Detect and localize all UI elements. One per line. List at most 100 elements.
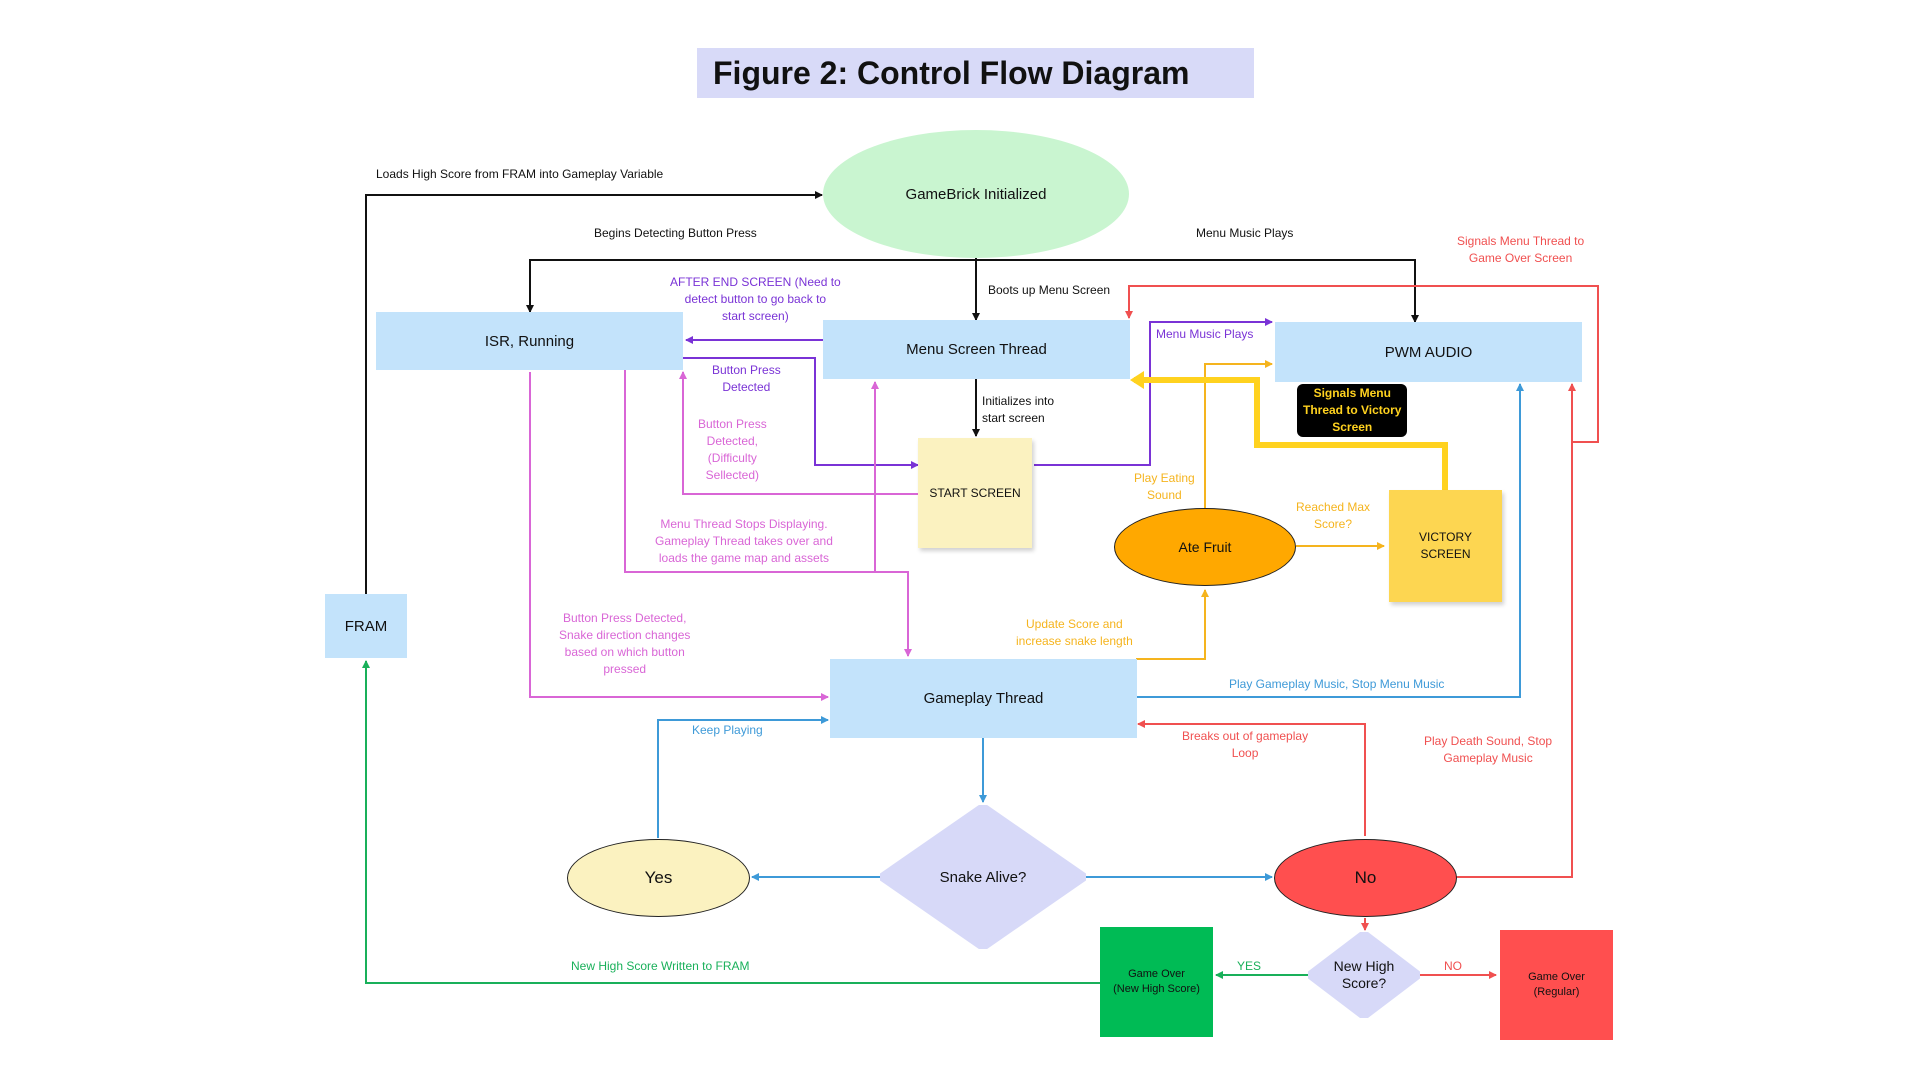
node-game-over-high-score: Game Over (New High Score) bbox=[1100, 927, 1213, 1037]
node-gamebrick-initialized: GameBrick Initialized bbox=[823, 130, 1129, 258]
node-victory-screen: VICTORY SCREEN bbox=[1389, 490, 1502, 602]
game-over-high-line-1: Game Over bbox=[1128, 968, 1185, 980]
game-over-regular-line-2: (Regular) bbox=[1533, 986, 1580, 998]
snake-dir-line-2: Snake direction changes bbox=[559, 628, 691, 642]
page-title: Figure 2: Control Flow Diagram bbox=[697, 48, 1254, 98]
node-yes: Yes bbox=[567, 839, 750, 917]
signals-game-over-line-1: Signals Menu Thread to bbox=[1457, 234, 1585, 248]
reached-max-line-1: Reached Max bbox=[1296, 500, 1371, 514]
signals-victory-line-3: Screen bbox=[1332, 420, 1373, 434]
node-snake-alive: Snake Alive? bbox=[880, 805, 1086, 949]
edge-yes-to-gameplay bbox=[657, 716, 829, 838]
node-fram: FRAM bbox=[325, 594, 407, 658]
new-high-diamond bbox=[1308, 932, 1420, 1018]
menu-thread-stops-line-1: Menu Thread Stops Displaying. bbox=[660, 517, 828, 531]
label-keep-playing: Keep Playing bbox=[692, 723, 763, 737]
signals-game-over-line-2: Game Over Screen bbox=[1468, 251, 1573, 265]
label-new-high-written: New High Score Written to FRAM bbox=[571, 959, 750, 973]
signals-victory-line-2: Thread to Victory bbox=[1303, 403, 1402, 417]
label-menu-music-plays: Menu Music Plays bbox=[1156, 327, 1254, 341]
node-new-high-score: New High Score? bbox=[1308, 932, 1420, 1018]
edge-gameplay-to-atefruit bbox=[1136, 589, 1209, 660]
breaks-out-line-2: Loop bbox=[1231, 746, 1259, 760]
new-high-line-2: Score? bbox=[1341, 975, 1387, 991]
edge-atefruit-to-pwm bbox=[1204, 360, 1273, 508]
difficulty-line-2: Detected, bbox=[706, 434, 759, 448]
label-no-branch: NO bbox=[1444, 959, 1462, 973]
menu-thread-stops-line-3: loads the game map and assets bbox=[658, 551, 829, 565]
edge-isr-to-gameplay bbox=[624, 370, 912, 657]
play-eating-line-2: Sound bbox=[1147, 488, 1182, 502]
node-menu-screen-thread: Menu Screen Thread bbox=[823, 320, 1130, 379]
node-start-screen: START SCREEN bbox=[918, 438, 1032, 548]
label-boots-up: Boots up Menu Screen bbox=[988, 283, 1111, 297]
play-eating-line-1: Play Eating bbox=[1134, 471, 1195, 485]
node-ate-fruit: Ate Fruit bbox=[1114, 508, 1296, 586]
edge-gameplay-to-pwm bbox=[1136, 383, 1524, 698]
after-end-line-2: detect button to go back to bbox=[684, 292, 827, 306]
update-score-line-1: Update Score and bbox=[1026, 617, 1123, 631]
signals-victory-line-1: Signals Menu bbox=[1313, 386, 1391, 400]
label-play-eating: Play Eating Sound bbox=[1134, 470, 1195, 504]
edge-start-to-isr bbox=[679, 371, 918, 495]
node-isr-running: ISR, Running bbox=[376, 312, 683, 370]
reached-max-line-2: Score? bbox=[1314, 517, 1353, 531]
node-pwm-audio: PWM AUDIO bbox=[1275, 322, 1582, 382]
initializes-line-1: Initializes into bbox=[982, 394, 1055, 408]
menu-thread-stops-line-2: Gameplay Thread takes over and bbox=[655, 534, 833, 548]
label-menu-music-plays-top: Menu Music Plays bbox=[1196, 226, 1294, 240]
victory-line-2: SCREEN bbox=[1420, 547, 1471, 561]
difficulty-line-4: Sellected) bbox=[705, 468, 760, 482]
label-signals-menu-game-over: Signals Menu Thread to Game Over Screen bbox=[1457, 233, 1584, 267]
node-gameplay-thread: Gameplay Thread bbox=[830, 659, 1137, 738]
label-button-press-detected: Button Press Detected bbox=[712, 362, 781, 396]
update-score-line-2: increase snake length bbox=[1016, 634, 1133, 648]
game-over-high-line-2: (New High Score) bbox=[1113, 983, 1200, 995]
after-end-line-1: AFTER END SCREEN (Need to bbox=[670, 275, 841, 289]
snake-dir-line-4: pressed bbox=[603, 662, 647, 676]
initializes-line-2: start screen bbox=[982, 411, 1045, 425]
edge-victory-to-menu bbox=[1130, 371, 1448, 490]
edge-isr-to-start bbox=[682, 357, 919, 469]
edge-start-to-pwm bbox=[1034, 318, 1273, 466]
label-play-death: Play Death Sound, Stop Gameplay Music bbox=[1424, 733, 1552, 767]
label-initializes-into: Initializes into start screen bbox=[982, 393, 1054, 427]
label-update-score: Update Score and increase snake length bbox=[1016, 616, 1133, 650]
new-high-label: New High Score? bbox=[1334, 958, 1395, 992]
snake-dir-line-3: based on which button bbox=[564, 645, 685, 659]
difficulty-line-3: (Difficulty bbox=[707, 451, 757, 465]
button-press-line-2: Detected bbox=[722, 380, 771, 394]
play-death-line-2: Gameplay Music bbox=[1443, 751, 1533, 765]
label-signals-victory: Signals Menu Thread to Victory Screen bbox=[1297, 384, 1408, 437]
snake-alive-label: Snake Alive? bbox=[939, 868, 1027, 886]
label-begins-detecting: Begins Detecting Button Press bbox=[594, 226, 757, 240]
play-death-line-1: Play Death Sound, Stop bbox=[1424, 734, 1553, 748]
label-menu-thread-stops: Menu Thread Stops Displaying. Gameplay T… bbox=[655, 516, 833, 567]
label-breaks-out: Breaks out of gameplay Loop bbox=[1182, 728, 1308, 762]
label-after-end-screen: AFTER END SCREEN (Need to detect button … bbox=[670, 274, 841, 325]
button-press-line-1: Button Press bbox=[712, 363, 781, 377]
label-loads-high-score: Loads High Score from FRAM into Gameplay… bbox=[376, 167, 664, 181]
label-reached-max: Reached Max Score? bbox=[1296, 499, 1370, 533]
edge-pwm-to-menu bbox=[1125, 285, 1599, 443]
edge-fram-to-gamebrick bbox=[365, 191, 823, 594]
label-difficulty-selected: Button Press Detected, (Difficulty Selle… bbox=[698, 416, 767, 484]
edge-gamebrick-to-isr bbox=[526, 259, 976, 313]
snake-alive-diamond bbox=[880, 805, 1086, 949]
breaks-out-line-1: Breaks out of gameplay bbox=[1182, 729, 1309, 743]
victory-line-1: VICTORY bbox=[1419, 530, 1472, 544]
node-game-over-regular: Game Over (Regular) bbox=[1500, 930, 1613, 1040]
edge-isr-gameplay-loop bbox=[529, 372, 829, 701]
label-button-press-snake: Button Press Detected, Snake direction c… bbox=[559, 610, 690, 678]
snake-dir-line-1: Button Press Detected, bbox=[563, 611, 687, 625]
edge-highscore-to-fram bbox=[362, 660, 1100, 984]
node-no: No bbox=[1274, 839, 1457, 917]
difficulty-line-1: Button Press bbox=[698, 417, 767, 431]
game-over-regular-line-1: Game Over bbox=[1528, 971, 1585, 983]
edge-no-to-gameplay bbox=[1137, 720, 1366, 836]
edge-gamebrick-to-pwm bbox=[976, 259, 1419, 323]
after-end-line-3: start screen) bbox=[722, 309, 789, 323]
edge-no-to-pwm bbox=[1456, 383, 1576, 878]
